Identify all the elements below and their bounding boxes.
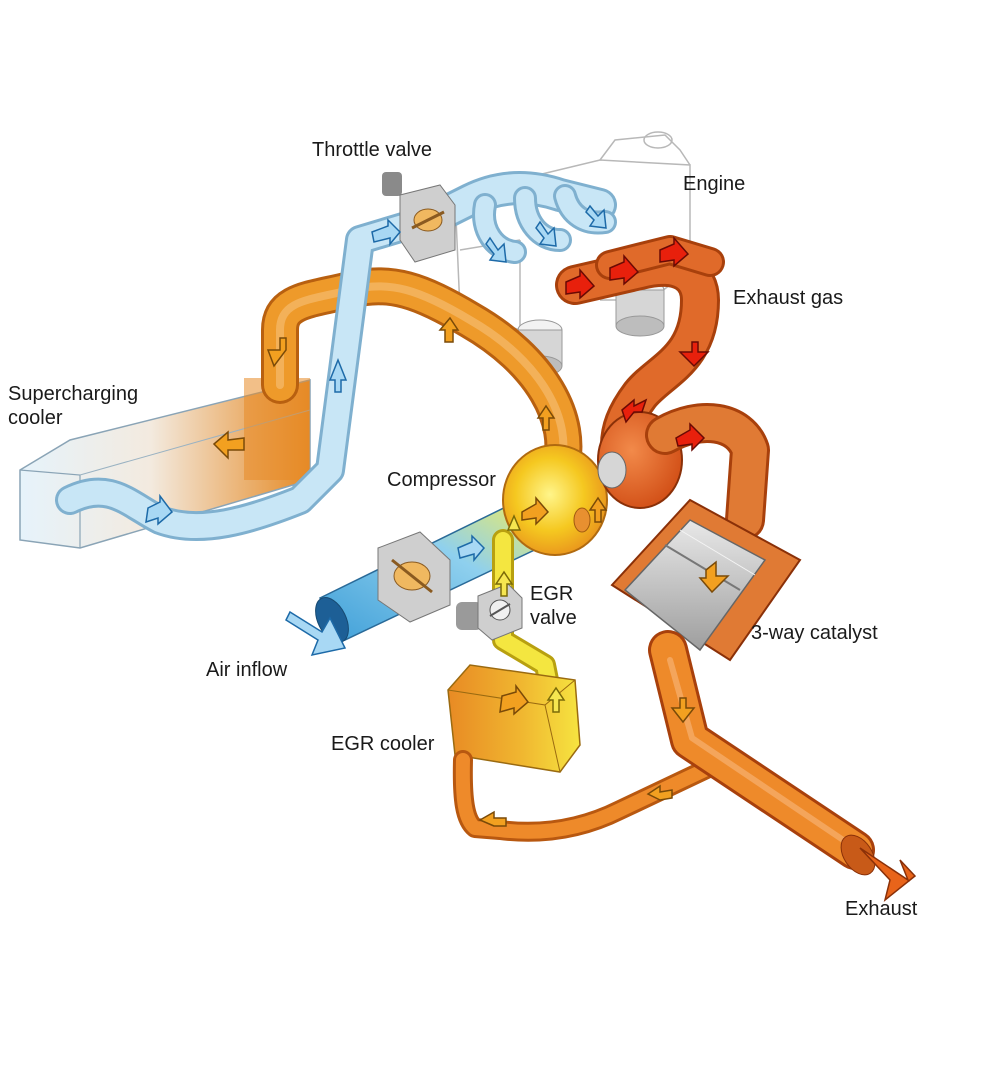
charged-arrow: [521, 495, 550, 526]
label-engine: Engine: [683, 173, 746, 195]
label-supercharging-cooler-line2: cooler: [8, 407, 63, 429]
egr-flow-arrows: [494, 514, 566, 713]
exhaust-arrow: [678, 341, 710, 368]
label-egr-valve-line1: EGR: [530, 583, 574, 605]
exhaust-arrow: [621, 398, 648, 424]
charged-arrow: [438, 316, 460, 343]
charged-flow-arrows: [212, 316, 917, 902]
exhaust-arrow: [659, 236, 690, 268]
charged-arrow: [670, 697, 696, 724]
label-throttle-valve: Throttle valve: [312, 139, 433, 161]
charged-arrow: [478, 810, 507, 827]
label-exhaust-gas: Exhaust gas: [733, 287, 844, 309]
exhaust-arrow: [565, 268, 596, 300]
label-compressor: Compressor: [387, 469, 496, 491]
charged-arrow: [266, 337, 287, 368]
label-egr-valve-line2: valve: [530, 607, 577, 629]
air-inflow-arrow: [285, 610, 347, 657]
egr-valve: [456, 583, 523, 641]
label-supercharging-cooler: Supercharging cooler: [8, 382, 138, 430]
exhaust-flow-arrows: [565, 236, 710, 452]
intake-arrow: [535, 220, 557, 247]
label-supercharging-cooler-line1: Supercharging: [8, 383, 139, 405]
charged-arrow: [698, 560, 730, 594]
exhaust-arrow: [675, 422, 706, 452]
intake-arrow: [457, 534, 486, 563]
egr-arrow: [494, 570, 514, 597]
egr-return-pipe: [452, 750, 725, 842]
intake-arrow: [585, 204, 607, 229]
intake-arrow: [371, 218, 402, 247]
intake-arrow: [485, 236, 507, 263]
intake-arrow: [145, 493, 174, 526]
charged-arrow: [499, 683, 530, 716]
turbine-outlet-pipe: [645, 403, 770, 540]
tailpipe-outlet: [840, 834, 876, 876]
charged-arrow: [212, 430, 245, 460]
egr-arrow: [546, 686, 566, 713]
charged-arrow: [536, 404, 556, 431]
intake-flow-arrows: [145, 204, 607, 657]
compressor-housing: [502, 444, 608, 556]
exhaust-outflow-arrow: [859, 847, 917, 902]
label-egr-valve: EGR valve: [530, 582, 577, 630]
egr-arrow: [506, 514, 522, 531]
exhaust-arrow: [609, 254, 640, 286]
charged-air-pipe: [261, 267, 583, 489]
tailpipe: [648, 630, 875, 870]
charged-arrow: [646, 784, 673, 801]
label-exhaust: Exhaust: [845, 898, 918, 920]
intake-arrow: [328, 357, 348, 393]
intake-flap-valve: [377, 531, 451, 623]
charged-arrow: [588, 496, 608, 523]
label-three-way-catalyst: 3-way catalyst: [751, 622, 878, 644]
throttle-valve: [382, 172, 456, 263]
label-egr-cooler: EGR cooler: [331, 733, 435, 755]
label-air-inflow: Air inflow: [206, 659, 288, 681]
